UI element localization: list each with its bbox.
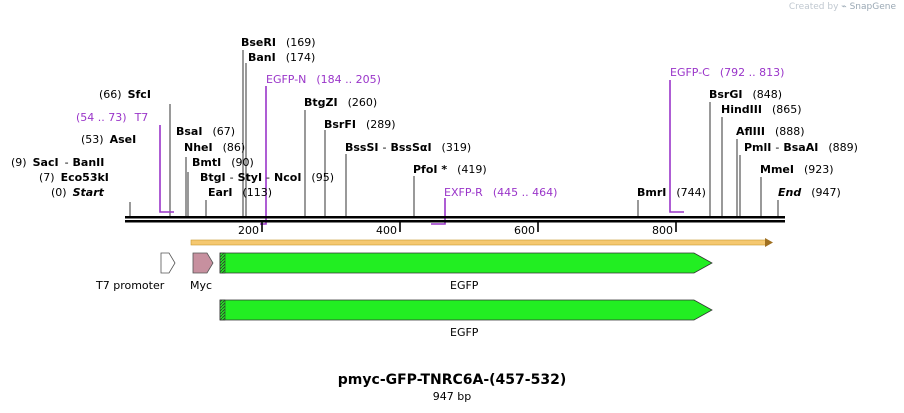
orf-arrow — [190, 238, 773, 247]
site-label-nhei: NheI(86) — [184, 141, 245, 154]
site-label-bsssi: BssSI-BssSαI(319) — [345, 141, 471, 154]
site-label-bseri: BseRI(169) — [241, 36, 316, 49]
backbone-bottom-strand — [125, 220, 785, 223]
feature-label-myc: Myc — [190, 279, 212, 292]
snapgene-logo-icon: ⌁ — [841, 2, 847, 12]
site-label-start: (0)Start — [51, 186, 105, 199]
feature-label-egfp-2: EGFP — [450, 326, 479, 339]
tick-label-400: 400 — [376, 224, 397, 237]
site-label-bmri: BmrI(744) — [637, 186, 706, 199]
snapgene-watermark: Created by ⌁ SnapGene — [789, 2, 896, 12]
primer-labels: EGFP-N(184 .. 205) (54 .. 73)T7 EXFP-R(4… — [76, 66, 784, 199]
plasmid-length: 947 bp — [432, 390, 472, 403]
feature-egfp-arrow-1[interactable] — [219, 252, 713, 274]
site-label-bsrfi: BsrFI(289) — [324, 118, 396, 131]
primer-label-egfp-c: EGFP-C(792 .. 813) — [670, 66, 784, 79]
backbone-top-strand — [125, 216, 785, 219]
site-label-bani: BanI(174) — [248, 51, 315, 64]
tick-label-200: 200 — [238, 224, 259, 237]
feature-label-egfp-1: EGFP — [450, 279, 479, 292]
site-label-hindiii: HindIII(865) — [721, 103, 802, 116]
site-label-eari: EarI(113) — [208, 186, 272, 199]
site-label-eco53ki: (7)Eco53kI — [39, 171, 109, 184]
site-label-afliii: AflIII(888) — [736, 125, 805, 138]
site-label-btgi: BtgI-StyI-NcoI(95) — [200, 171, 334, 184]
site-label-sfci: (66)SfcI — [99, 88, 151, 101]
site-label-end: End(947) — [778, 186, 841, 199]
primer-label-egfp-n: EGFP-N(184 .. 205) — [266, 73, 381, 86]
site-label-btgzi: BtgZI(260) — [304, 96, 377, 109]
site-label-bsrgi: BsrGI(848) — [709, 88, 782, 101]
site-tick-lines — [129, 50, 779, 216]
tick-label-800: 800 — [652, 224, 673, 237]
site-label-asei: (53)AseI — [81, 133, 136, 146]
site-label-pfoi: PfoI *(419) — [413, 163, 487, 176]
feature-myc-arrow[interactable] — [192, 252, 214, 274]
feature-t7-promoter-arrow[interactable] — [160, 252, 176, 274]
site-label-mmei: MmeI(923) — [760, 163, 834, 176]
feature-egfp-arrow-2[interactable] — [219, 299, 713, 321]
enzyme-site-labels: BseRI(169) BanI(174) (66)SfcI BtgZI(260)… — [11, 36, 858, 199]
plasmid-name: pmyc-GFP-TNRC6A-(457-532) — [337, 372, 567, 388]
primer-label-exfp-r: EXFP-R(445 .. 464) — [444, 186, 557, 199]
watermark-prefix: Created by — [788, 2, 839, 12]
scale-ticks — [261, 222, 677, 232]
site-label-pmli: PmlI-BsaAI(889) — [744, 141, 858, 154]
site-label-bsai: BsaI(67) — [176, 125, 235, 138]
feature-label-t7-promoter: T7 promoter — [95, 279, 165, 292]
site-label-bmti: BmtI(90) — [192, 156, 254, 169]
watermark-brand: SnapGene — [849, 2, 896, 12]
site-label-saci: (9)SacI-BanII — [11, 156, 104, 169]
tick-label-600: 600 — [514, 224, 535, 237]
primer-label-t7: (54 .. 73)T7 — [76, 111, 148, 124]
